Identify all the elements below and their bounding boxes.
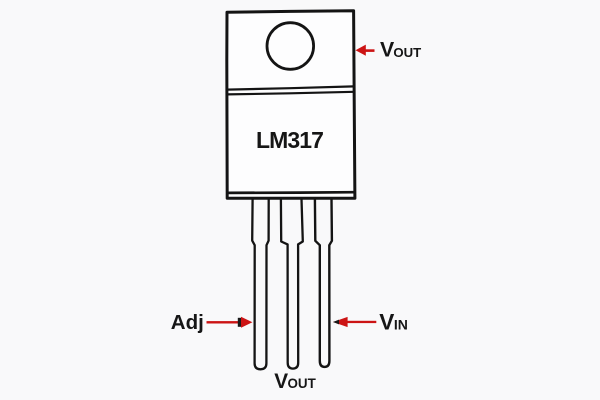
- svg-text:V: V: [380, 38, 395, 62]
- svg-text:OUT: OUT: [393, 45, 421, 60]
- svg-text:IN: IN: [394, 317, 408, 333]
- svg-text:OUT: OUT: [288, 376, 317, 391]
- svg-text:V: V: [379, 310, 394, 335]
- svg-text:Adj: Adj: [171, 311, 204, 334]
- svg-text:V: V: [274, 370, 288, 393]
- svg-text:LM317: LM317: [256, 127, 323, 153]
